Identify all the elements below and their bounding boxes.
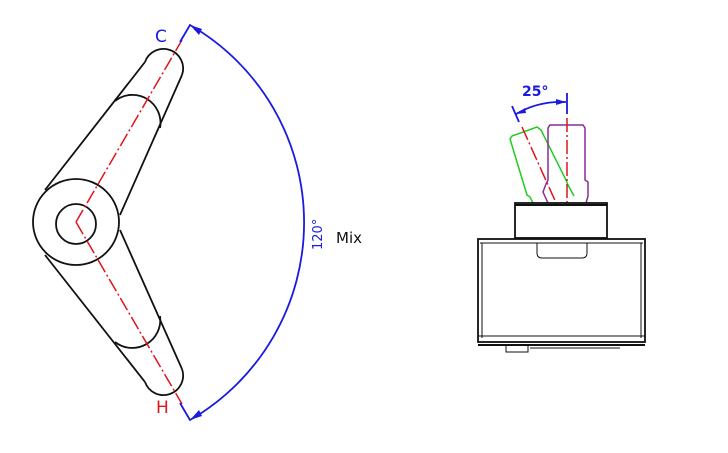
angle-extension-lines [511, 93, 568, 123]
arrow-heads-25 [516, 99, 566, 114]
label-hot: H [156, 398, 169, 418]
label-mix: Mix [336, 229, 362, 247]
hub-inner-circle [55, 203, 97, 245]
body-notch [536, 243, 588, 259]
angle-label-25: 25° [522, 84, 548, 100]
centerline-tilted [521, 126, 558, 206]
lower-arm-outline [44, 229, 183, 383]
tilted-lever-outline [509, 126, 575, 204]
upper-mid-ring [114, 94, 162, 129]
upper-end-cap [144, 48, 184, 76]
angle-dimension-arc [179, 23, 305, 422]
centerline-hot [75, 221, 183, 405]
angle-label-120: 120° [311, 219, 326, 250]
hub-outer-circle [32, 178, 120, 266]
lower-mid-ring [114, 315, 162, 349]
centerline-cold [75, 39, 183, 223]
body-bottom-detail [505, 345, 620, 353]
label-cold: C [155, 27, 167, 47]
handle-top-view: C H 120° Mix [32, 23, 362, 422]
upright-lever-outline [542, 124, 589, 204]
arrow-head-bottom [190, 410, 202, 420]
arrow-head-top [190, 25, 202, 35]
upper-arm-outline [44, 61, 183, 216]
lower-end-cap [144, 368, 184, 396]
cartridge-side-view: 25° [477, 84, 646, 353]
cartridge-body [477, 238, 646, 343]
cartridge-cap [514, 202, 608, 239]
